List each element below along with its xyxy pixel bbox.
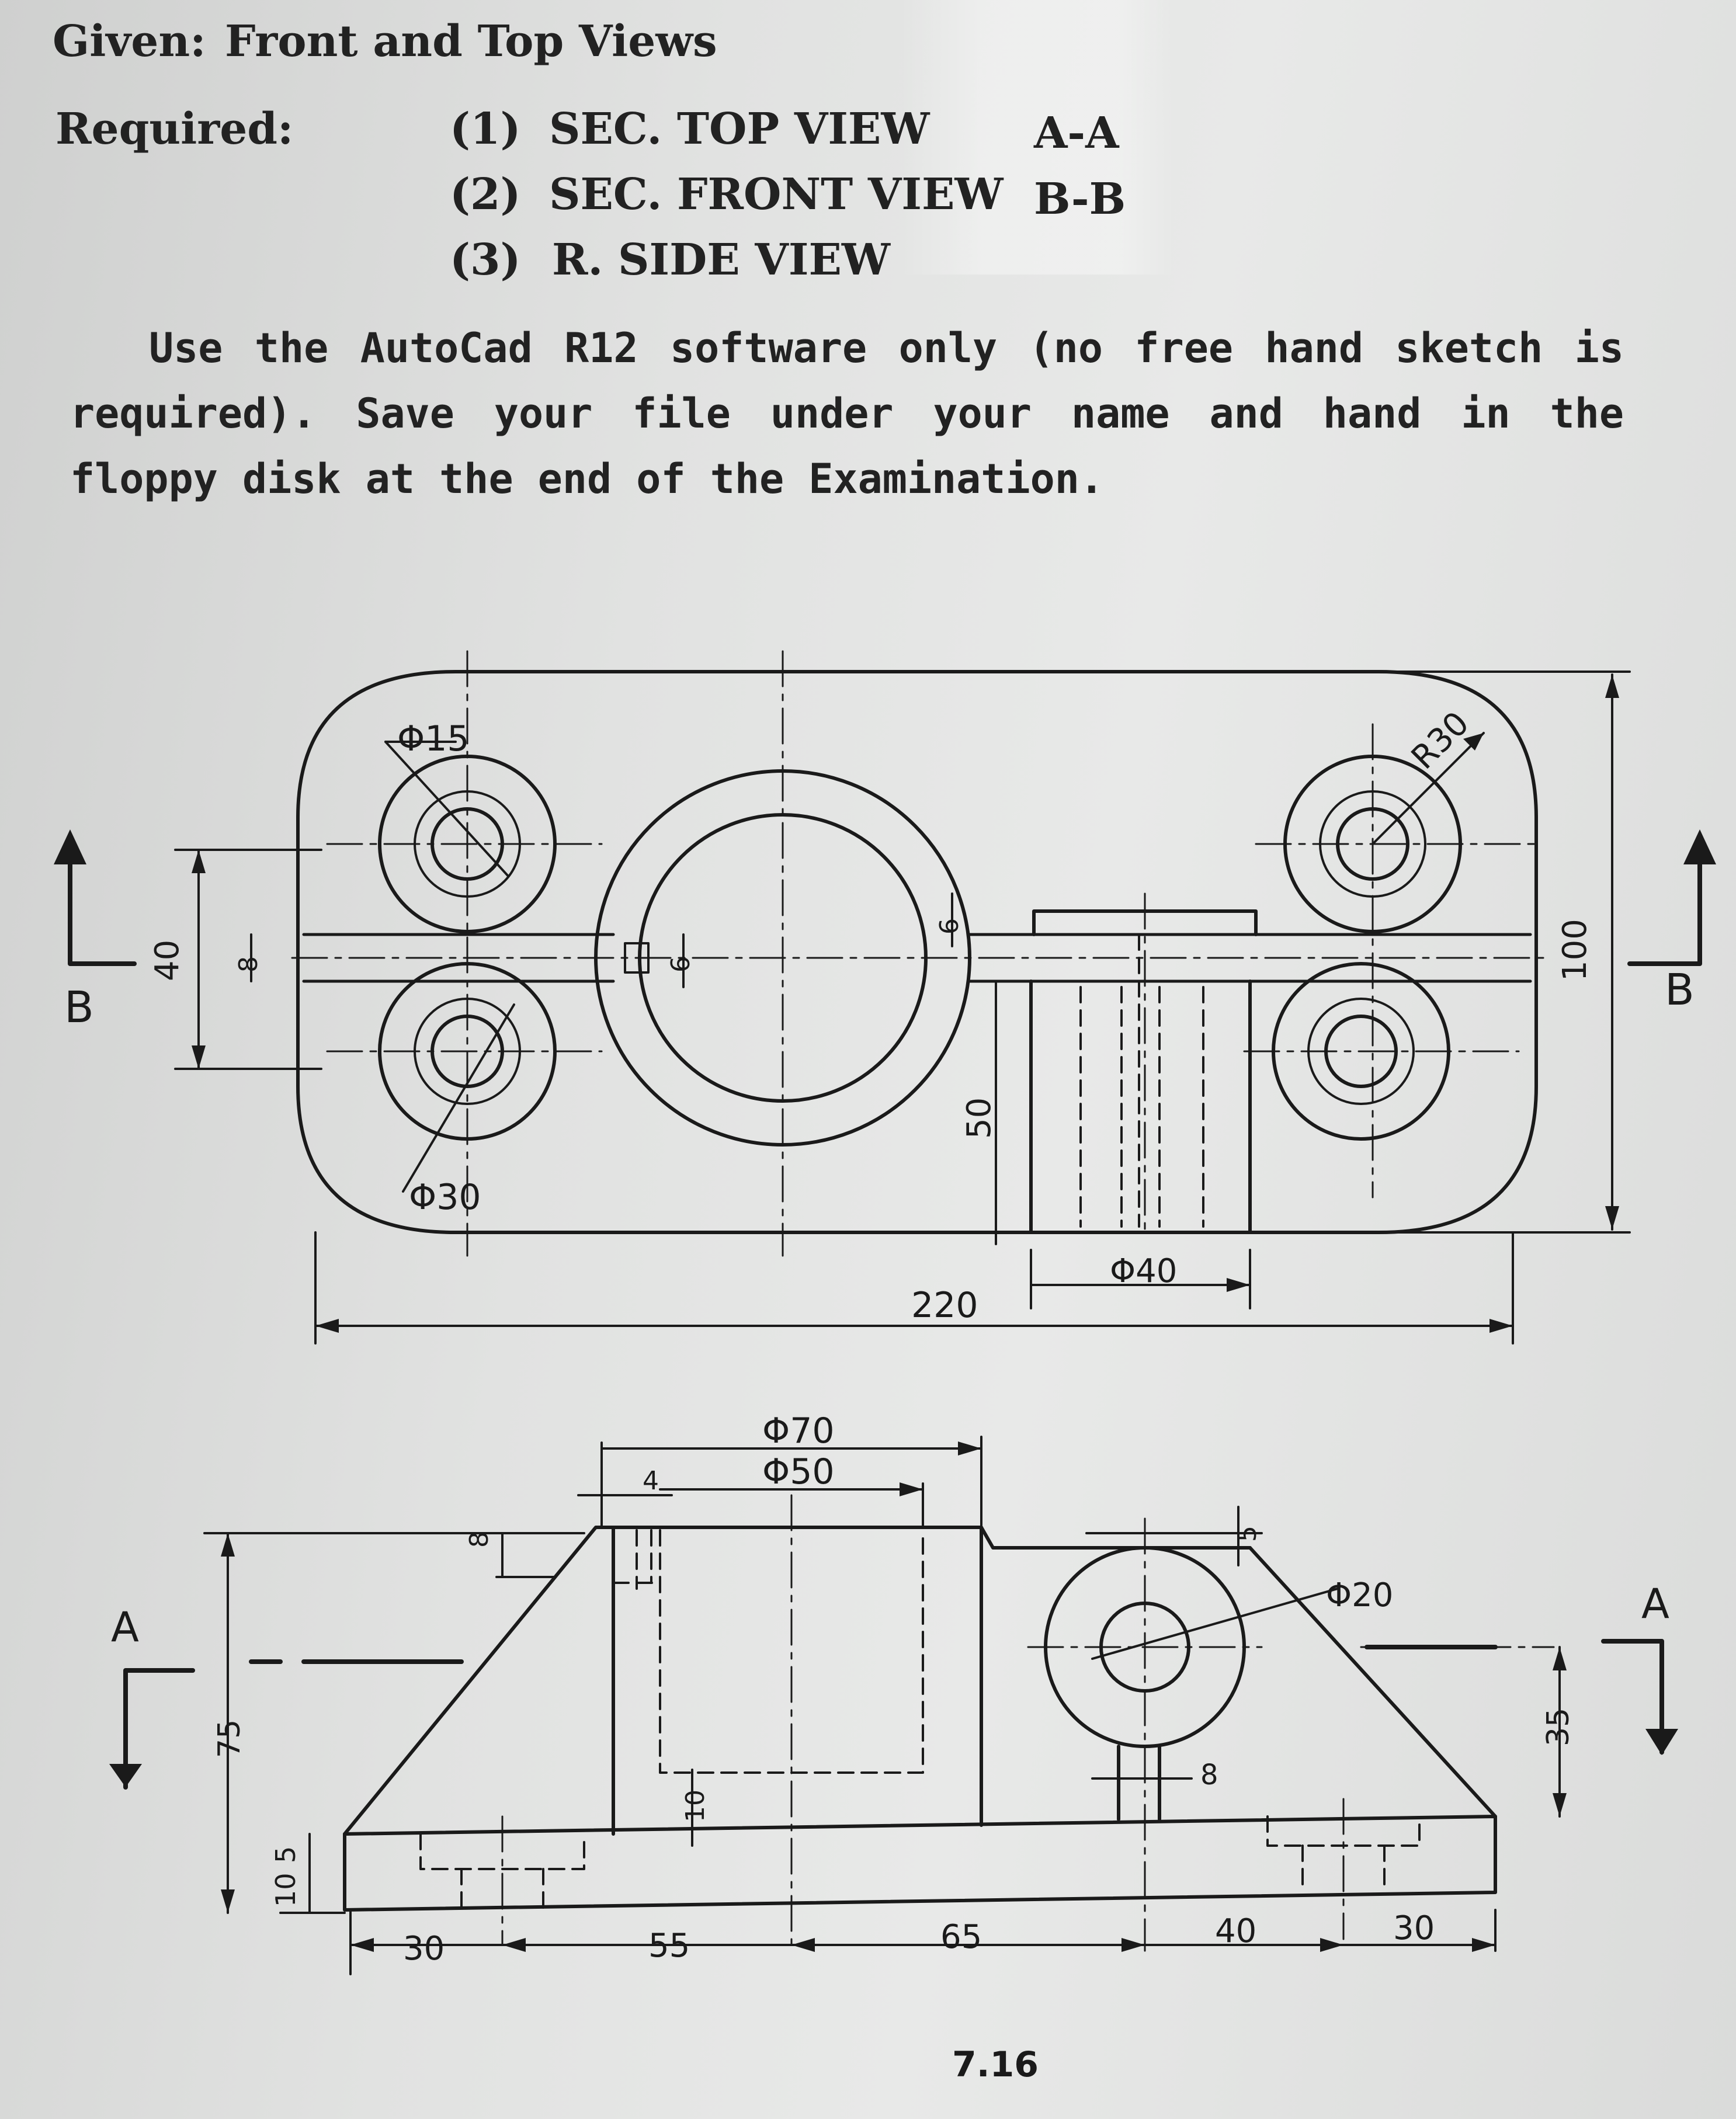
section-b-left-arrow (68, 856, 137, 966)
dim-10-web: 10 (680, 1790, 710, 1822)
top-center-lines (291, 650, 1549, 1257)
front-hidden (419, 1529, 1421, 1911)
dim-4: 4 (643, 1466, 659, 1496)
req-2-num: (2) (450, 169, 521, 220)
section-b-right-label: B (1665, 965, 1695, 1015)
base-plate (343, 1815, 1497, 1912)
front-view (109, 1436, 1678, 1975)
dim-50: 50 (960, 1097, 998, 1139)
dim-phi15: Φ15 (397, 718, 470, 759)
dim-40-base: 40 (1215, 1912, 1256, 1950)
section-a-right-label: A (1641, 1580, 1669, 1628)
top-arrowheads (192, 675, 1619, 1333)
section-b-left-arrowhead (54, 829, 86, 864)
dim-phi70: Φ70 (762, 1411, 835, 1451)
right-web (1248, 1546, 1497, 1818)
dim-5-base: 5 (270, 1846, 301, 1863)
dim-8-top: 8 (234, 956, 263, 972)
req-2-section: B-B (1034, 174, 1126, 224)
dim-phi30: Φ30 (409, 1177, 481, 1218)
dim-10-base: 10 (270, 1873, 301, 1907)
dim-100: 100 (1556, 919, 1594, 981)
section-b-right-arrowhead (1683, 829, 1716, 864)
dim-65: 65 (940, 1918, 982, 1956)
req-3-text: R. SIDE VIEW (552, 235, 890, 285)
dim-75: 75 (212, 1719, 247, 1758)
dim-phi20: Φ20 (1326, 1576, 1393, 1614)
given-label: Given: (53, 16, 206, 67)
screen-glare (900, 0, 1174, 275)
bearing-lug (1032, 909, 1258, 936)
dim-8-front: 8 (464, 1531, 494, 1548)
dim-6-left: 6 (666, 956, 696, 972)
dim-30-left: 30 (403, 1930, 445, 1968)
req-3-num: (3) (450, 235, 521, 285)
required-label: Required: (55, 104, 294, 154)
front-dimensions (203, 1436, 1561, 1975)
dim-55: 55 (648, 1927, 690, 1965)
section-a-left-arrowhead (109, 1764, 142, 1787)
dim-phi50: Φ50 (762, 1451, 835, 1492)
req-1-text: SEC. TOP VIEW (549, 104, 930, 154)
section-b-right-arrow (1627, 856, 1702, 966)
instructions-text: Use the AutoCad R12 software only (no fr… (70, 324, 1624, 503)
section-a-left-arrow (123, 1659, 464, 1790)
dim-220: 220 (911, 1285, 978, 1326)
front-arrowheads (221, 1441, 1567, 1952)
dim-35: 35 (1541, 1708, 1576, 1746)
req-1-num: (1) (450, 104, 521, 154)
top-view-slot (302, 933, 1532, 983)
dim-30-right: 30 (1393, 1909, 1435, 1947)
dim-phi40: Φ40 (1110, 1252, 1177, 1290)
top-view-outline (296, 670, 1538, 1234)
dim-40: 40 (148, 940, 186, 981)
section-a-right-arrow (1365, 1639, 1664, 1755)
figure-number: 7.16 (952, 2044, 1039, 2085)
top-dimensions (174, 671, 1631, 1345)
req-1-section: A-A (1034, 108, 1119, 158)
section-a-left-label: A (111, 1603, 139, 1651)
bearing-hidden (1079, 933, 1204, 1228)
given-text: Front and Top Views (225, 16, 717, 67)
instructions-paragraph: Use the AutoCad R12 software only (no fr… (70, 315, 1624, 512)
section-b-left-label: B (64, 982, 94, 1033)
bearing-boss (1029, 979, 1252, 1234)
section-a-right-arrowhead (1645, 1729, 1678, 1755)
dim-6-right: 6 (935, 918, 964, 935)
dim-8-support: 8 (1200, 1759, 1218, 1791)
boss-side-left (612, 1526, 983, 1836)
req-2-text: SEC. FRONT VIEW (549, 169, 1004, 220)
bearing-support (1117, 1745, 1161, 1821)
top-view (54, 650, 1716, 1345)
dim-5-front: 5 (1232, 1526, 1262, 1542)
